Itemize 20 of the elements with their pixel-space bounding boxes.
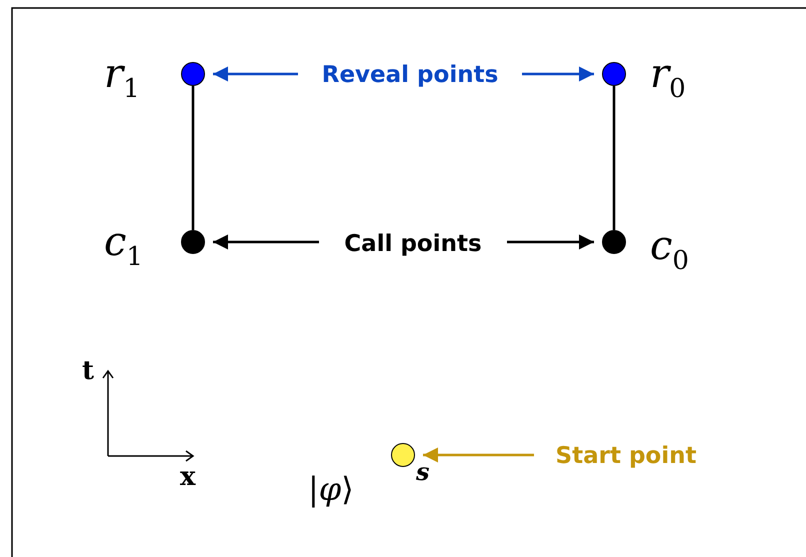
point-label: s	[416, 458, 430, 486]
point-dot	[602, 230, 626, 254]
point-dot	[391, 443, 415, 467]
arrow	[423, 448, 534, 462]
point-dot	[602, 62, 626, 86]
state-label: |φ⟩	[308, 470, 354, 508]
connector-line	[192, 86, 194, 230]
point-label: c$_{0}$	[650, 224, 689, 278]
arrow	[213, 66, 298, 82]
point-dot	[181, 230, 205, 254]
arrow	[213, 234, 319, 250]
point-label: r$_{0}$	[650, 52, 686, 106]
axis-label: x	[180, 462, 196, 492]
arrow	[507, 234, 594, 250]
arrow	[522, 66, 594, 82]
connector-line	[612, 86, 616, 230]
point-label: c$_{1}$	[104, 220, 143, 274]
axis-label: t	[82, 356, 94, 386]
point-dot	[181, 62, 205, 86]
point-label: r$_{1}$	[104, 52, 140, 106]
